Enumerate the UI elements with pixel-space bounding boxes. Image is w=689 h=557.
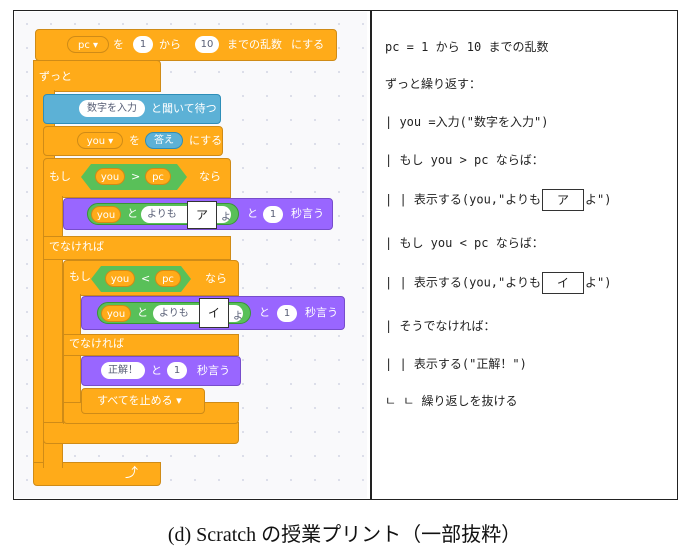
lt-symbol: <	[141, 272, 151, 285]
figure-caption: (d) Scratch の授業プリント（一部抜粋）	[167, 524, 522, 546]
label-random: までの乱数	[227, 38, 282, 51]
blank-box-i-text: イ	[542, 272, 585, 294]
say-secs-2[interactable]: 1	[277, 305, 297, 322]
else-bar-1	[43, 236, 231, 260]
pc-reporter-2[interactable]: pc	[155, 270, 181, 287]
join-text-label: よりも	[147, 209, 177, 220]
figure-frame	[13, 10, 678, 500]
answer-label: 答え	[154, 135, 174, 146]
join-text-label: よりも	[159, 308, 189, 319]
then-label-1: なら	[199, 170, 221, 183]
join-and-2: と	[137, 306, 148, 319]
say-label-1: 秒言う	[291, 207, 324, 220]
say3-and: と	[151, 364, 162, 377]
say3-label: 秒言う	[197, 364, 230, 377]
var-name: pc	[77, 40, 90, 51]
say3-text[interactable]: 正解！	[101, 362, 145, 379]
else-bar-2	[63, 334, 239, 356]
column-divider	[370, 10, 372, 500]
pseudo-line-5: | | 表示する(you,"よりもアよ")	[385, 189, 611, 211]
say3-secs[interactable]: 1	[167, 362, 187, 379]
ask-suffix: と聞いて待つ	[151, 102, 217, 115]
join-and-1: と	[127, 207, 138, 220]
label-wo2: を	[129, 134, 140, 147]
pseudo-line-1: pc = 1 から 10 までの乱数	[385, 40, 549, 54]
random-to-input[interactable]: 10	[195, 36, 219, 53]
pseudo-line-5-end: よ")	[585, 192, 612, 207]
else-label-1: でなければ	[49, 240, 104, 253]
label-nisuru: にする	[291, 38, 325, 51]
you-reporter-say2[interactable]: you	[101, 305, 131, 322]
then-label-2: なら	[205, 272, 227, 285]
pseudo-line-2: ずっと繰り返す：	[385, 77, 482, 91]
if-label-2: もし	[69, 270, 91, 283]
scratch-code-area: pc ▾ を 1 から 10 までの乱数 にする ずっと ⤴ 数字を入力 と聞い…	[15, 12, 367, 498]
join-text-2[interactable]: よりも	[153, 305, 243, 322]
if-else-footer-1	[43, 422, 239, 444]
var-dropdown-you[interactable]: you ▾	[77, 132, 123, 149]
if-else-arm-2	[63, 294, 81, 424]
stop-all-label: すべてを止める ▾	[97, 394, 182, 407]
if-else-arm-1	[43, 196, 63, 468]
stop-all-block[interactable]	[81, 388, 205, 414]
set-answer-block[interactable]	[43, 126, 223, 156]
yo-label-1: よ	[221, 212, 231, 223]
you-reporter-2[interactable]: you	[105, 270, 135, 287]
yo-label-2: よ	[233, 311, 243, 322]
label-wo: を	[113, 38, 124, 51]
if-label-1: もし	[49, 170, 71, 183]
loop-arrow-icon: ⤴	[125, 466, 139, 481]
pseudo-line-8: | そうでなければ：	[385, 319, 496, 333]
pseudo-line-7-text: | | 表示する(you,"よりも	[385, 275, 542, 290]
label-kara: から	[159, 38, 181, 51]
random-from-input[interactable]: 1	[133, 36, 153, 53]
pseudo-line-4: | もし you > pc ならば：	[385, 153, 544, 167]
forever-block[interactable]	[33, 60, 161, 92]
gt-symbol: >	[131, 170, 141, 183]
pseudo-line-3: | you =入力("数字を入力")	[385, 115, 549, 129]
say-and-1: と	[247, 207, 258, 220]
pc-reporter-1[interactable]: pc	[145, 168, 171, 185]
pseudo-line-10: ㄴ ㄴ 繰り返しを抜ける	[385, 394, 518, 408]
blank-box-i: イ	[199, 298, 229, 328]
var-name: you	[86, 136, 106, 147]
pseudo-line-7: | | 表示する(you,"よりもイよ")	[385, 272, 611, 294]
say-label-2: 秒言う	[305, 306, 338, 319]
ask-prompt-input[interactable]: 数字を入力	[79, 100, 145, 117]
stop-text: すべてを止める	[97, 394, 173, 407]
pseudo-line-6: | もし you < pc ならば：	[385, 236, 544, 250]
you-reporter-1[interactable]: you	[95, 168, 125, 185]
join-text-1[interactable]: よりも	[141, 206, 231, 223]
say-secs-1[interactable]: 1	[263, 206, 283, 223]
pseudo-line-9: | | 表示する("正解！")	[385, 357, 527, 371]
pseudo-line-5-text: | | 表示する(you,"よりも	[385, 192, 542, 207]
say-and-2: と	[259, 306, 270, 319]
forever-label: ずっと	[39, 70, 72, 83]
pseudo-line-7-end: よ")	[585, 275, 612, 290]
blank-box-a-text: ア	[542, 189, 585, 211]
blank-box-a: ア	[187, 201, 217, 229]
answer-reporter[interactable]: 答え	[145, 132, 183, 149]
label-nisuru2: にする	[189, 134, 223, 147]
else-label-2: でなければ	[69, 337, 124, 350]
var-dropdown-pc[interactable]: pc ▾	[67, 36, 109, 53]
you-reporter-say1[interactable]: you	[91, 206, 121, 223]
